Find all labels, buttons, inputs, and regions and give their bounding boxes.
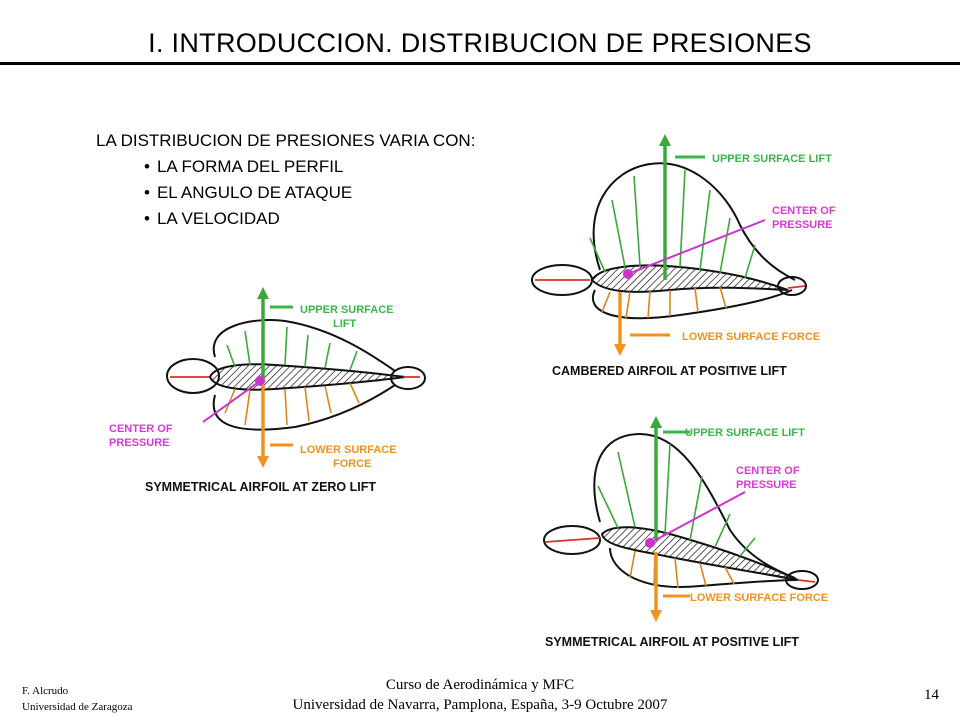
lower-pressure-envelope xyxy=(609,547,797,588)
intro-heading: LA DISTRIBUCION DE PRESIONES VARIA CON: xyxy=(96,131,476,150)
upper-label: UPPER SURFACE LIFT xyxy=(712,153,832,165)
cambered-positive-lift-diagram: UPPER SURFACE LIFT LOWER SURFACE FORCE C… xyxy=(531,134,839,378)
intro-text: LA DISTRIBUCION DE PRESIONES VARIA CON: … xyxy=(96,128,475,232)
footer-course-block: Curso de Aerodinámica y MFC Universidad … xyxy=(0,675,960,715)
upper-label: UPPER SURFACE LIFT xyxy=(685,427,805,439)
arrowhead-icon xyxy=(650,416,662,428)
list-item: LA FORMA DEL PERFIL xyxy=(144,154,475,180)
center-of-pressure-pointer xyxy=(649,491,746,544)
list-item: LA VELOCIDAD xyxy=(144,206,475,232)
upper-pressure-envelope xyxy=(592,162,796,281)
slide-title: I. INTRODUCCION. DISTRIBUCION DE PRESION… xyxy=(148,28,812,58)
center-of-pressure-pointer xyxy=(627,219,766,275)
upper-pressure-envelope xyxy=(212,319,396,372)
list-item: EL ANGULO DE ATAQUE xyxy=(144,180,475,206)
lower-label: LOWER SURFACE FORCE xyxy=(690,592,828,604)
intro-list: LA FORMA DEL PERFIL EL ANGULO DE ATAQUE … xyxy=(96,154,475,232)
upper-surface-arrows xyxy=(226,326,358,371)
center-of-pressure-label: CENTER OF PRESSURE xyxy=(772,205,839,231)
leading-edge-pressure-lobe xyxy=(543,525,601,555)
upper-surface-arrows xyxy=(597,443,756,557)
lower-surface-arrows xyxy=(601,286,727,319)
lower-pressure-envelope xyxy=(591,289,793,320)
author-name: F. Alcrudo xyxy=(22,685,69,697)
symmetrical-positive-lift-diagram: UPPER SURFACE LIFT LOWER SURFACE FORCE C… xyxy=(543,416,828,649)
figure-caption: CAMBERED AIRFOIL AT POSITIVE LIFT xyxy=(552,364,787,378)
center-of-pressure-marker xyxy=(623,269,633,279)
center-of-pressure-marker xyxy=(645,538,655,548)
course-name: Curso de Aerodinámica y MFC xyxy=(385,677,575,693)
author-affiliation: Universidad de Zaragoza xyxy=(22,701,133,713)
figure-caption: SYMMETRICAL AIRFOIL AT ZERO LIFT xyxy=(145,480,376,494)
trailing-edge-pressure-lobe xyxy=(785,570,819,590)
symmetrical-airfoil-section xyxy=(208,363,406,391)
arrowhead-icon xyxy=(257,287,269,299)
course-venue: Universidad de Navarra, Pamplona, España… xyxy=(292,697,668,713)
center-of-pressure-marker xyxy=(255,376,265,386)
upper-surface-arrows xyxy=(589,169,756,279)
lower-label: LOWER SURFACE FORCE xyxy=(300,444,400,470)
symmetrical-zero-lift-diagram: UPPER SURFACE LIFT LOWER SURFACE FORCE C… xyxy=(109,287,426,494)
arrowhead-icon xyxy=(614,344,626,356)
arrowhead-icon xyxy=(650,610,662,622)
figure-caption: SYMMETRICAL AIRFOIL AT POSITIVE LIFT xyxy=(545,635,799,649)
arrowhead-icon xyxy=(257,456,269,468)
center-of-pressure-label: CENTER OF PRESSURE xyxy=(736,465,803,491)
footer-author-block: F. Alcrudo Universidad de Zaragoza xyxy=(22,683,133,715)
lower-label: LOWER SURFACE FORCE xyxy=(682,331,820,343)
center-of-pressure-pointer xyxy=(202,380,261,423)
upper-pressure-envelope xyxy=(593,432,796,579)
lower-pressure-envelope xyxy=(212,384,396,431)
cambered-airfoil-section xyxy=(590,264,789,293)
edge-arrows xyxy=(535,279,806,289)
edge-arrows xyxy=(544,537,816,583)
arrowhead-icon xyxy=(659,134,671,146)
page-number: 14 xyxy=(924,687,939,703)
center-of-pressure-label: CENTER OF PRESSURE xyxy=(109,423,176,449)
lower-surface-arrows xyxy=(224,382,360,426)
title-divider xyxy=(0,62,960,65)
upper-label: UPPER SURFACE LIFT xyxy=(300,304,397,330)
